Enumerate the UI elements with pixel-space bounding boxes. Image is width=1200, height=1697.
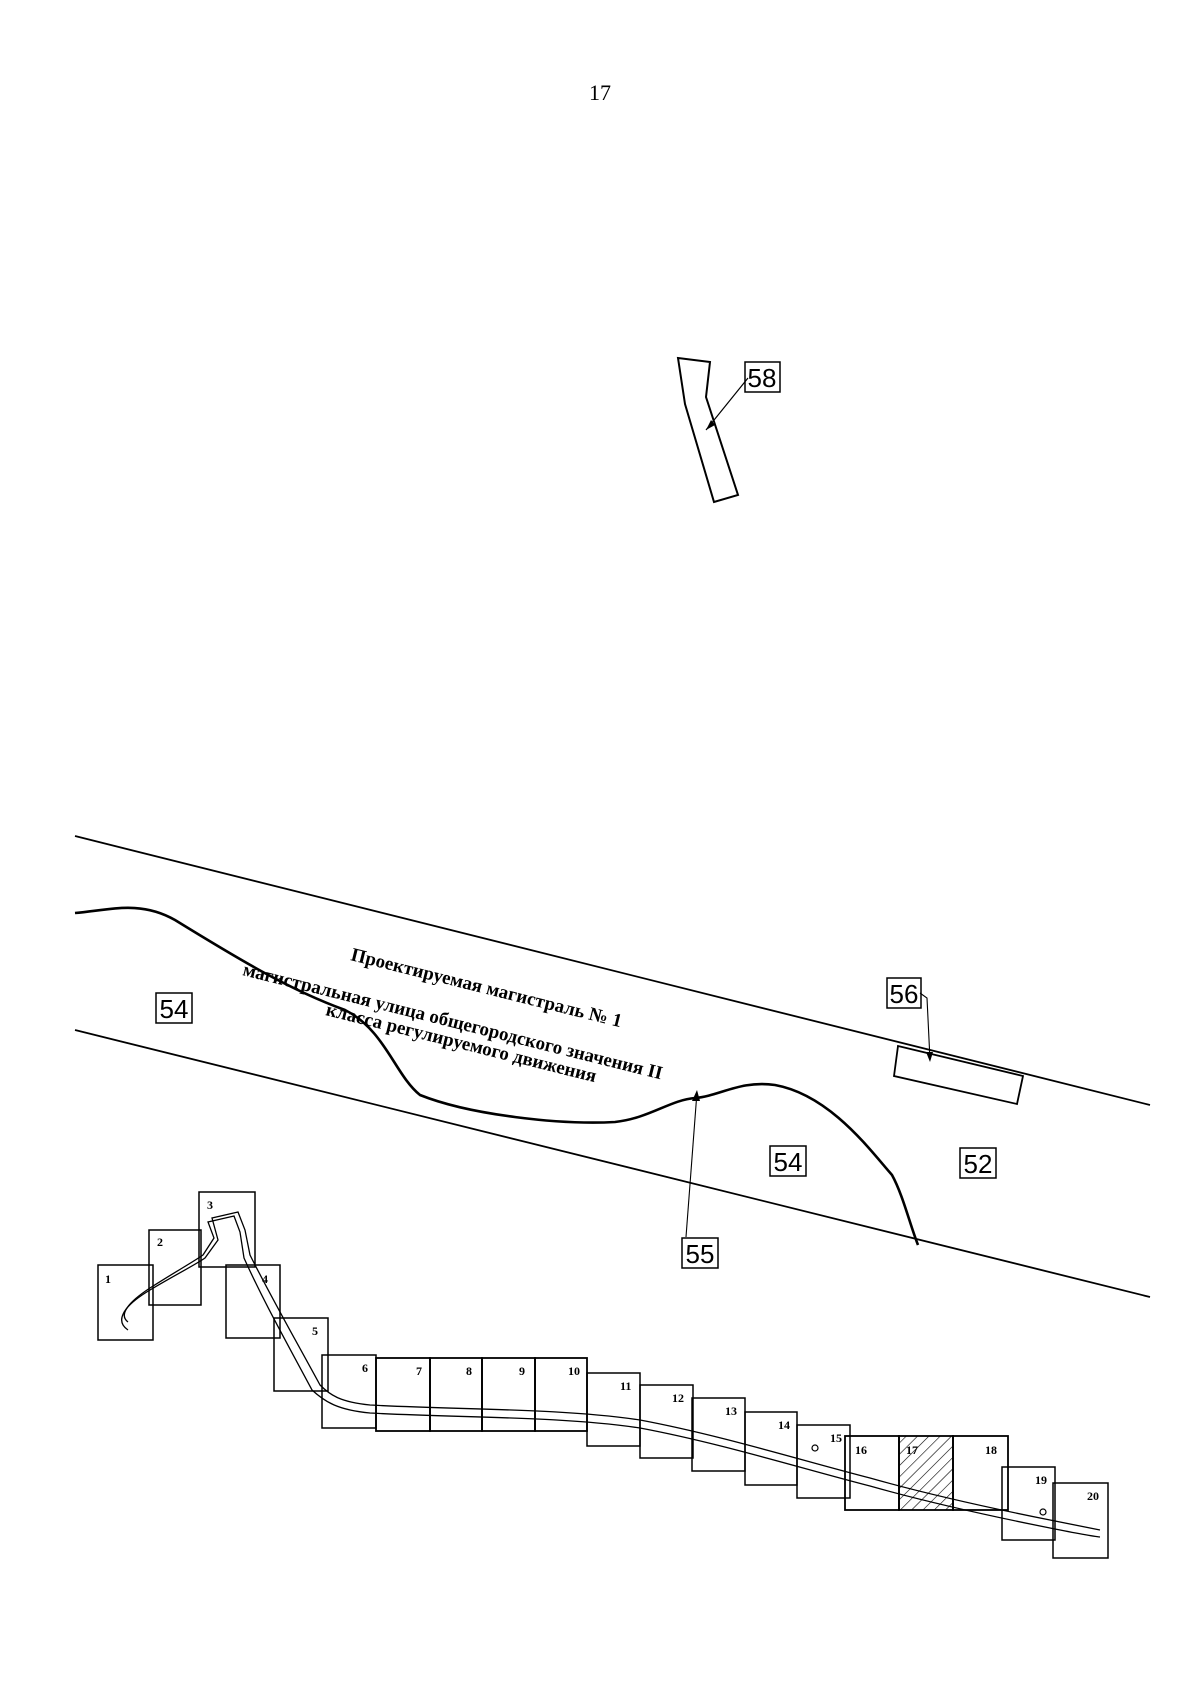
sheet-number-16: 16 [855,1443,867,1457]
zone-label-54-right: 54 [774,1147,803,1177]
sheet-8 [429,1357,483,1432]
sheet-19 [1001,1466,1056,1541]
road-corridor [74,835,1151,1298]
page-number: 17 [589,80,611,105]
route-line [121,1211,1101,1538]
sheet-18 [952,1435,1009,1511]
building-56: 56 [886,977,1025,1106]
zone-label-54-left: 54 [160,994,189,1024]
sheet-number-6: 6 [362,1361,368,1375]
sheet-number-5: 5 [312,1324,318,1338]
sheet-13 [691,1397,746,1472]
sheet-1 [97,1264,154,1341]
zone-54-right: 54 [769,1145,807,1177]
sheet-9 [481,1357,536,1432]
sheet-number-17: 17 [906,1443,918,1457]
sheet-12 [639,1384,694,1459]
zone-label-52: 52 [964,1149,993,1179]
zone-label-56: 56 [890,979,919,1009]
zone-52: 52 [959,1147,997,1179]
sheet-number-3: 3 [207,1198,213,1212]
zone-label-55: 55 [686,1239,715,1269]
sheet-number-19: 19 [1035,1473,1047,1487]
sheet-numbers: 1 2 3 4 5 6 7 8 9 10 11 12 13 14 15 16 1… [105,1198,1099,1503]
zone-55: 55 [681,1090,719,1269]
sheet-number-7: 7 [416,1364,422,1378]
sheet-number-9: 9 [519,1364,525,1378]
sheet-4 [225,1264,281,1339]
sheet-number-1: 1 [105,1272,111,1286]
sheet-number-13: 13 [725,1404,737,1418]
sheet-frames [97,1191,1109,1559]
sheet-5 [273,1317,329,1392]
sheet-11 [586,1372,641,1447]
sheet-number-20: 20 [1087,1489,1099,1503]
sheet-number-2: 2 [157,1235,163,1249]
sheet-number-11: 11 [620,1379,631,1393]
sheet-number-14: 14 [778,1418,790,1432]
sheet-index: 1 2 3 4 5 6 7 8 9 10 11 12 13 14 15 16 1… [97,1191,1109,1559]
zone-boundary-curve [74,906,920,1246]
sheet-number-15: 15 [830,1431,842,1445]
sheet-20 [1052,1482,1109,1559]
sheet-number-4: 4 [262,1272,268,1286]
sheet-number-12: 12 [672,1391,684,1405]
sheet-15 [796,1424,851,1499]
sheet-number-10: 10 [568,1364,580,1378]
zone-label-58: 58 [748,363,777,393]
road-name: Проектируемая магистраль № 1 магистральн… [241,944,665,1087]
zone-54-left: 54 [155,992,193,1024]
parcel-58: 58 [676,356,781,504]
sheet-number-8: 8 [466,1364,472,1378]
sheet-3 [198,1191,256,1268]
sheet-number-18: 18 [985,1443,997,1457]
